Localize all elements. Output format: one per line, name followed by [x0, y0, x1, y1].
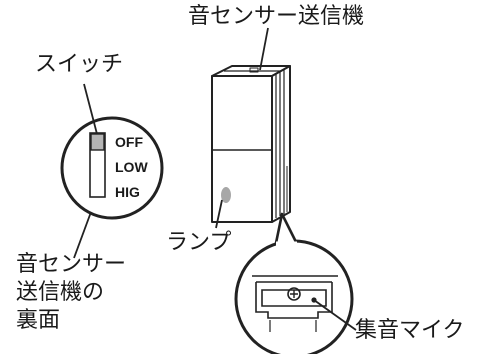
- label-back-line1: 音センサー: [16, 252, 127, 277]
- microphone-housing: [252, 275, 338, 332]
- switch-label-off: OFF: [115, 134, 143, 150]
- switch-label-low: LOW: [115, 159, 148, 175]
- leader-switch: [83, 83, 98, 135]
- label-transmitter: 音センサー送信機: [188, 4, 365, 29]
- switch-knob: [90, 133, 105, 151]
- label-back-line3: 裏面: [16, 308, 61, 333]
- label-lamp: ランプ: [166, 230, 232, 255]
- switch-label-hig: HIG: [115, 184, 140, 200]
- detail-pointer: [274, 212, 298, 244]
- leader-lamp: [215, 199, 223, 229]
- label-microphone: 集音マイク: [355, 318, 465, 343]
- lamp-indicator: [221, 187, 231, 203]
- label-back-line2: 送信機の: [16, 280, 105, 305]
- transmitter-device: [211, 65, 291, 223]
- label-switch: スイッチ: [35, 52, 124, 77]
- leader-back-view: [73, 211, 92, 259]
- leader-microphone: [313, 299, 357, 331]
- back-view-circle: [60, 116, 164, 220]
- leader-transmitter: [259, 27, 269, 71]
